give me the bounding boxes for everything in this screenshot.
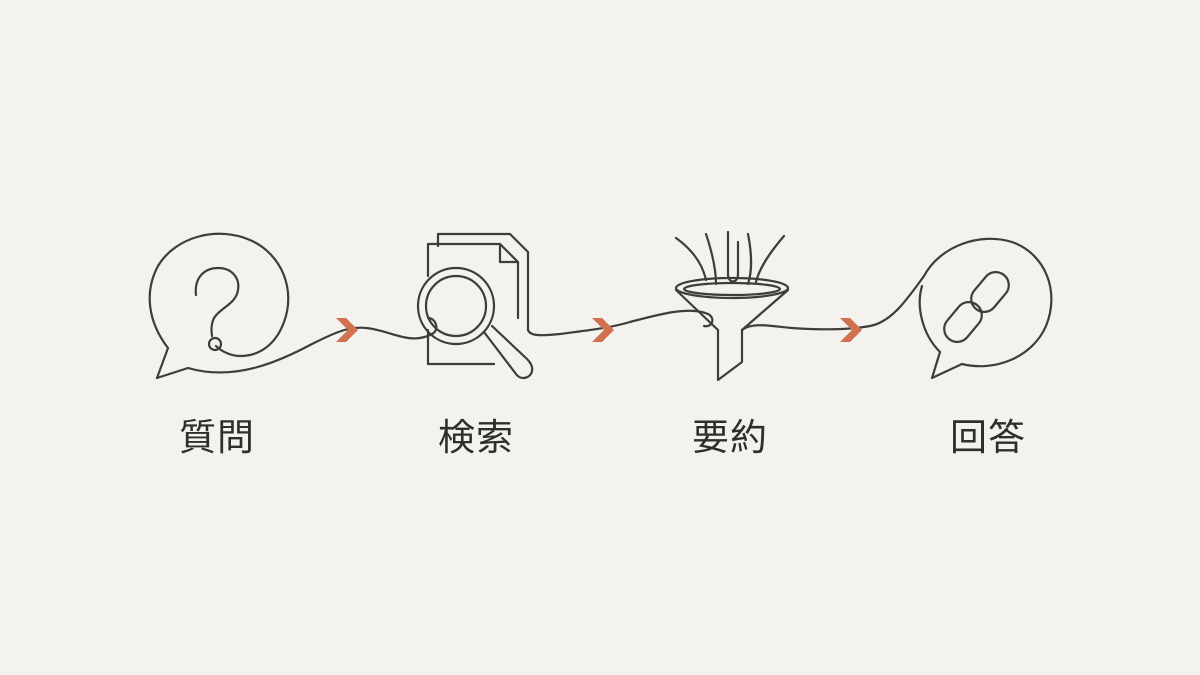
connector-line-2 — [526, 309, 714, 337]
arrow-right-icon-3 — [840, 318, 862, 342]
link-bubble-icon — [918, 237, 1053, 380]
step-label-question: 質問 — [179, 416, 255, 459]
connector-line-3 — [740, 274, 926, 332]
funnel-icon — [674, 230, 790, 382]
question-mark — [194, 266, 240, 338]
speech-bubble-outline — [918, 237, 1053, 380]
step-label-search: 検索 — [438, 416, 514, 459]
speech-bubble-tail — [155, 366, 190, 380]
step-label-answer: 回答 — [950, 416, 1026, 459]
arrow-right-icon-1 — [336, 318, 358, 342]
document-search-icon — [416, 232, 534, 380]
chain-link-2 — [970, 271, 1010, 313]
funnel-rim — [674, 276, 790, 300]
chain-link-1 — [943, 301, 983, 343]
document-fold — [498, 242, 520, 264]
funnel-streams — [674, 230, 786, 286]
funnel-body — [674, 288, 790, 382]
question-mark-dot — [207, 336, 223, 352]
magnifier-lens-outer — [416, 266, 496, 346]
magnifier-handle — [482, 324, 534, 380]
document-back — [436, 232, 530, 332]
question-bubble-icon — [148, 232, 290, 380]
magnifier-lens-inner — [424, 274, 488, 338]
connector-line-1 — [186, 316, 438, 374]
arrow-right-icon-2 — [592, 318, 614, 342]
funnel-rim-inner — [682, 281, 782, 297]
step-label-summarize: 要約 — [692, 416, 768, 459]
speech-bubble-outline — [148, 232, 290, 380]
